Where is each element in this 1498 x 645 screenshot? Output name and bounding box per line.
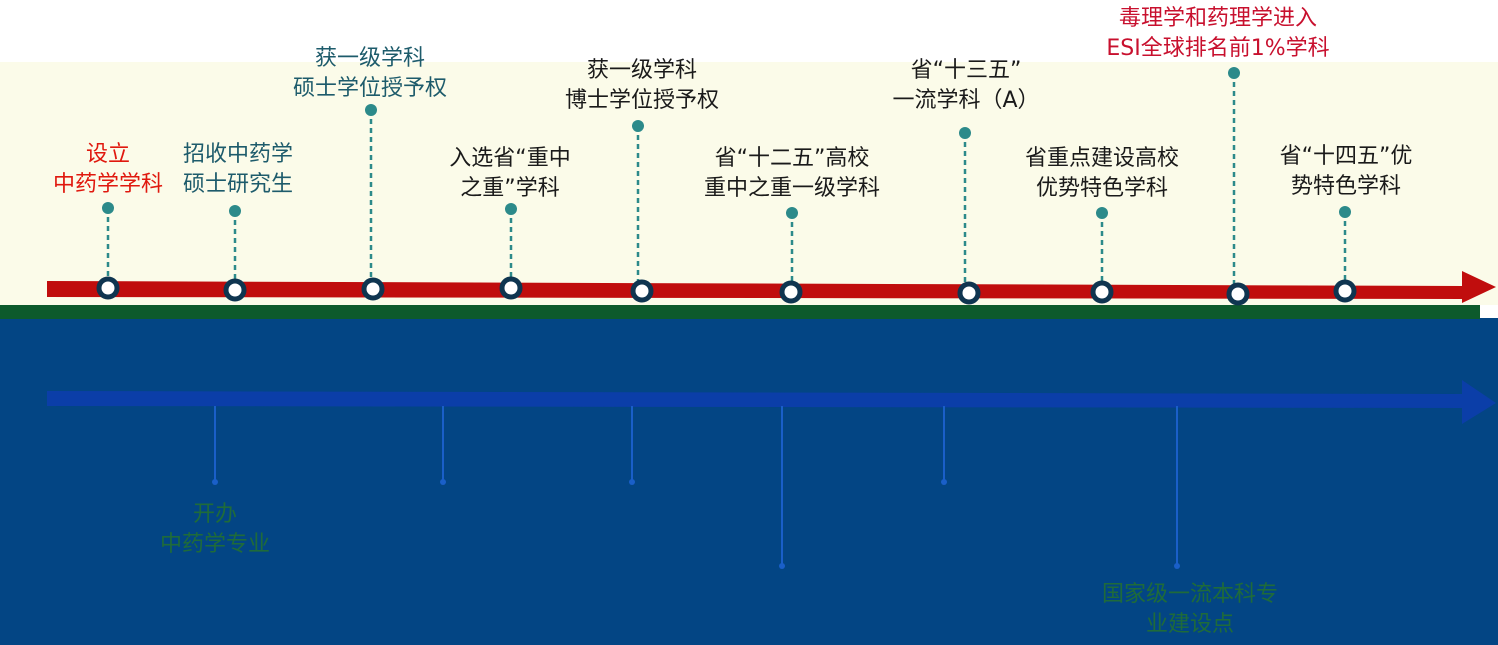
dot-e9 (1228, 67, 1240, 79)
event-label-e10: 省“十四五”优 势特色学科 (1279, 144, 1413, 199)
dot-b1 (212, 479, 218, 485)
event-label-e9: 毒理学和药理学进入 ESI全球排名前1%学科 (1106, 6, 1330, 61)
dot-e6 (786, 207, 798, 219)
dot-b-extra4 (941, 479, 947, 485)
event-label-e2: 招收中药学 硕士研究生 (182, 142, 293, 197)
event-label-e3: 获一级学科 硕士学位授予权 (292, 46, 447, 101)
dot-e5 (632, 120, 644, 132)
navy-band (0, 318, 1498, 645)
event-label-b2: 国家级一流本科专 业建设点 (1101, 582, 1278, 637)
green-divider (0, 305, 1480, 319)
dot-e4 (505, 203, 517, 215)
event-label-e8: 省重点建设高校 优势特色学科 (1024, 146, 1179, 201)
dot-e1 (102, 202, 114, 214)
event-label-e4: 入选省“重中 之重”学科 (449, 146, 571, 201)
event-label-e5: 获一级学科 博士学位授予权 (564, 58, 719, 113)
blue-timeline-arrow (47, 380, 1496, 424)
event-label-e6: 省“十二五”高校 重中之重一级学科 (703, 146, 880, 201)
ring-e10 (1333, 279, 1357, 303)
dot-b-extra2 (629, 479, 635, 485)
ring-e6 (779, 280, 803, 304)
dot-e10 (1339, 206, 1351, 218)
ring-e4 (499, 276, 523, 300)
dot-e7 (959, 127, 971, 139)
dot-e2 (229, 205, 241, 217)
dot-b2 (1174, 563, 1180, 569)
ring-e3 (361, 277, 385, 301)
ring-e2 (223, 278, 247, 302)
event-label-e7: 省“十三五” 一流学科（A） (892, 58, 1040, 113)
ring-e1 (96, 276, 120, 300)
ring-e7 (957, 281, 981, 305)
dot-e3 (365, 104, 377, 116)
dot-b-extra3 (779, 563, 785, 569)
event-label-b1: 开办 中药学专业 (159, 502, 270, 557)
ring-e8 (1090, 280, 1114, 304)
ring-e5 (630, 279, 654, 303)
cream-band (0, 62, 1498, 305)
event-label-e1: 设立 中药学学科 (52, 142, 163, 197)
dot-b-extra1 (440, 479, 446, 485)
red-timeline-arrow (47, 271, 1496, 303)
dot-e8 (1096, 207, 1108, 219)
ring-e9 (1226, 282, 1250, 306)
